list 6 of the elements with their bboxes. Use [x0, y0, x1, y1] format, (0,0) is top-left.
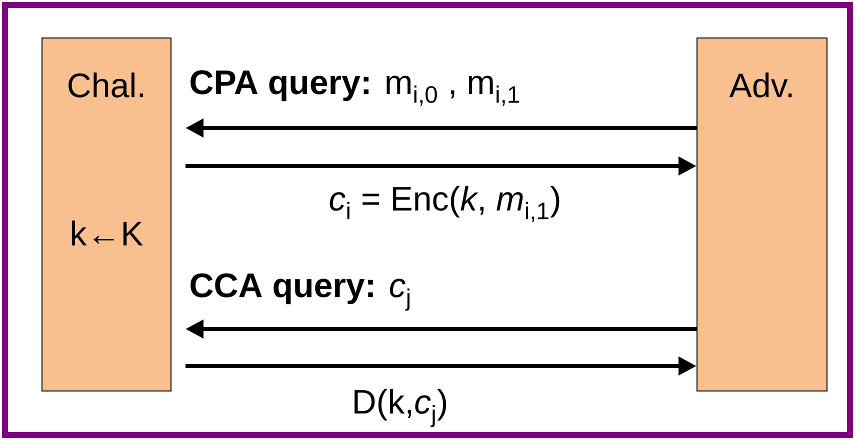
edge-label: D(k,c$_{j}$) — [354, 388, 446, 428]
edge-label: CPA query: m$_{i,0}$ , m$_{i,1}$ — [190, 70, 519, 106]
edge-label: c$_{i}$ = Enc(k, m$_{i,1}$) — [330, 186, 560, 222]
edge-label: CCA query: c$_{j}$ — [190, 273, 410, 311]
party-box: Adv. — [696, 38, 828, 392]
party-box: Chal. k←K — [42, 38, 172, 392]
